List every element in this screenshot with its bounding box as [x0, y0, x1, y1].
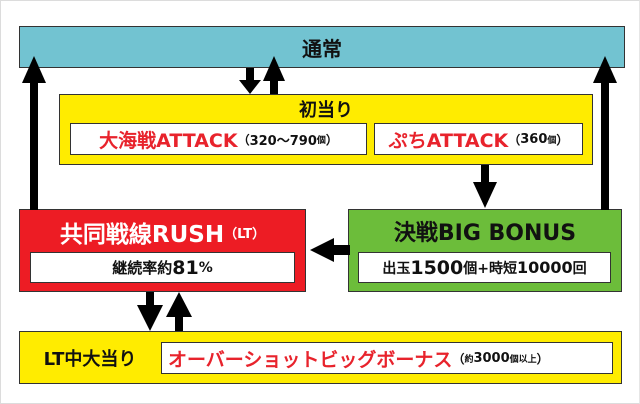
normal-state-label: 通常: [302, 36, 342, 61]
big-bonus-title: 決戦BIG BONUS: [393, 221, 577, 246]
big-bonus-detail-box: 出玉 1500 個+時短 10000 回: [358, 252, 611, 283]
lt-hit-box: LT中大当り オーバーショットビッグボーナス （ 約 3000 個以上 ）: [19, 331, 622, 384]
overshot-big-bonus-name: オーバーショットビッグボーナス: [168, 348, 453, 371]
big-bonus-jitan-count: 10000: [516, 258, 573, 277]
overshot-big-bonus-payout: 3000: [473, 350, 510, 366]
rush-continuation-rate: 81: [172, 256, 199, 279]
puchi-attack-payout: 360: [520, 131, 548, 147]
kyodo-sensen-rush-box: 共同戦線RUSH （LT） 継続率約 81 %: [19, 209, 306, 292]
first-hit-title: 初当り: [299, 100, 353, 121]
overshot-big-bonus-box: オーバーショットビッグボーナス （ 約 3000 個以上 ）: [161, 342, 613, 374]
daikaisen-attack-payout: 320〜790: [249, 133, 317, 149]
puchi-attack-name: ぷちATTACK: [388, 129, 509, 152]
rush-continuation-box: 継続率約 81 %: [30, 252, 295, 283]
puchi-attack-box: ぷちATTACK （ 360 個 ）: [374, 123, 583, 155]
first-hit-box: 初当り 大海戦ATTACK （ 320〜790 個 ） ぷちATTACK （ 3…: [59, 94, 593, 165]
kessen-big-bonus-box: 決戦BIG BONUS 出玉 1500 個+時短 10000 回: [348, 209, 622, 292]
daikaisen-attack-box: 大海戦ATTACK （ 320〜790 個 ）: [70, 123, 367, 155]
normal-state-box: 通常: [19, 26, 625, 68]
rush-title: 共同戦線RUSH （LT）: [59, 222, 266, 248]
big-bonus-payout: 1500: [410, 256, 464, 279]
lt-hit-label: LT中大当り: [43, 348, 137, 370]
daikaisen-attack-name: 大海戦ATTACK: [99, 129, 238, 152]
